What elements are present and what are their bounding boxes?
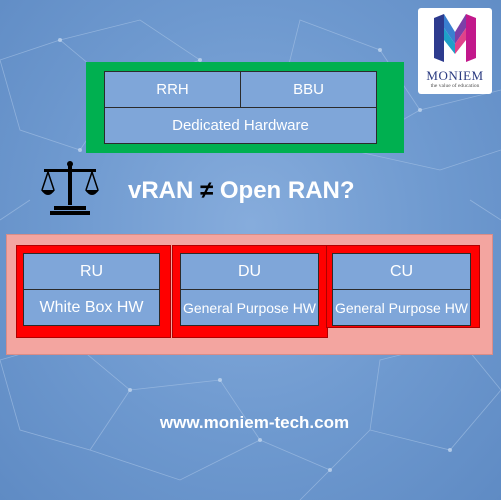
logo-tagline: the value of education (430, 83, 480, 89)
du-box: DU (180, 253, 319, 290)
du-general-purpose-hw-box: General Purpose HW (180, 289, 319, 326)
balance-scale-icon (41, 161, 99, 215)
bbu-box: BBU (240, 71, 377, 108)
ru-box: RU (23, 253, 160, 290)
white-box-hw-box: White Box HW (23, 289, 160, 326)
moniem-logo-icon (434, 14, 476, 62)
title-vran: vRAN (128, 177, 194, 204)
dedicated-hardware-box: Dedicated Hardware (104, 107, 377, 144)
rrh-box: RRH (104, 71, 241, 108)
website-url[interactable]: www.moniem-tech.com (159, 413, 350, 432)
cu-box: CU (332, 253, 471, 290)
cu-general-purpose-hw-box: General Purpose HW (332, 289, 471, 326)
diagram-title: vRAN ≠ Open RAN? (128, 177, 355, 205)
not-equal-sign: ≠ (200, 177, 214, 204)
moniem-logo: MONIEM the value of education (418, 8, 492, 94)
title-open-ran: Open RAN? (219, 177, 355, 204)
logo-name: MONIEM (426, 68, 484, 83)
